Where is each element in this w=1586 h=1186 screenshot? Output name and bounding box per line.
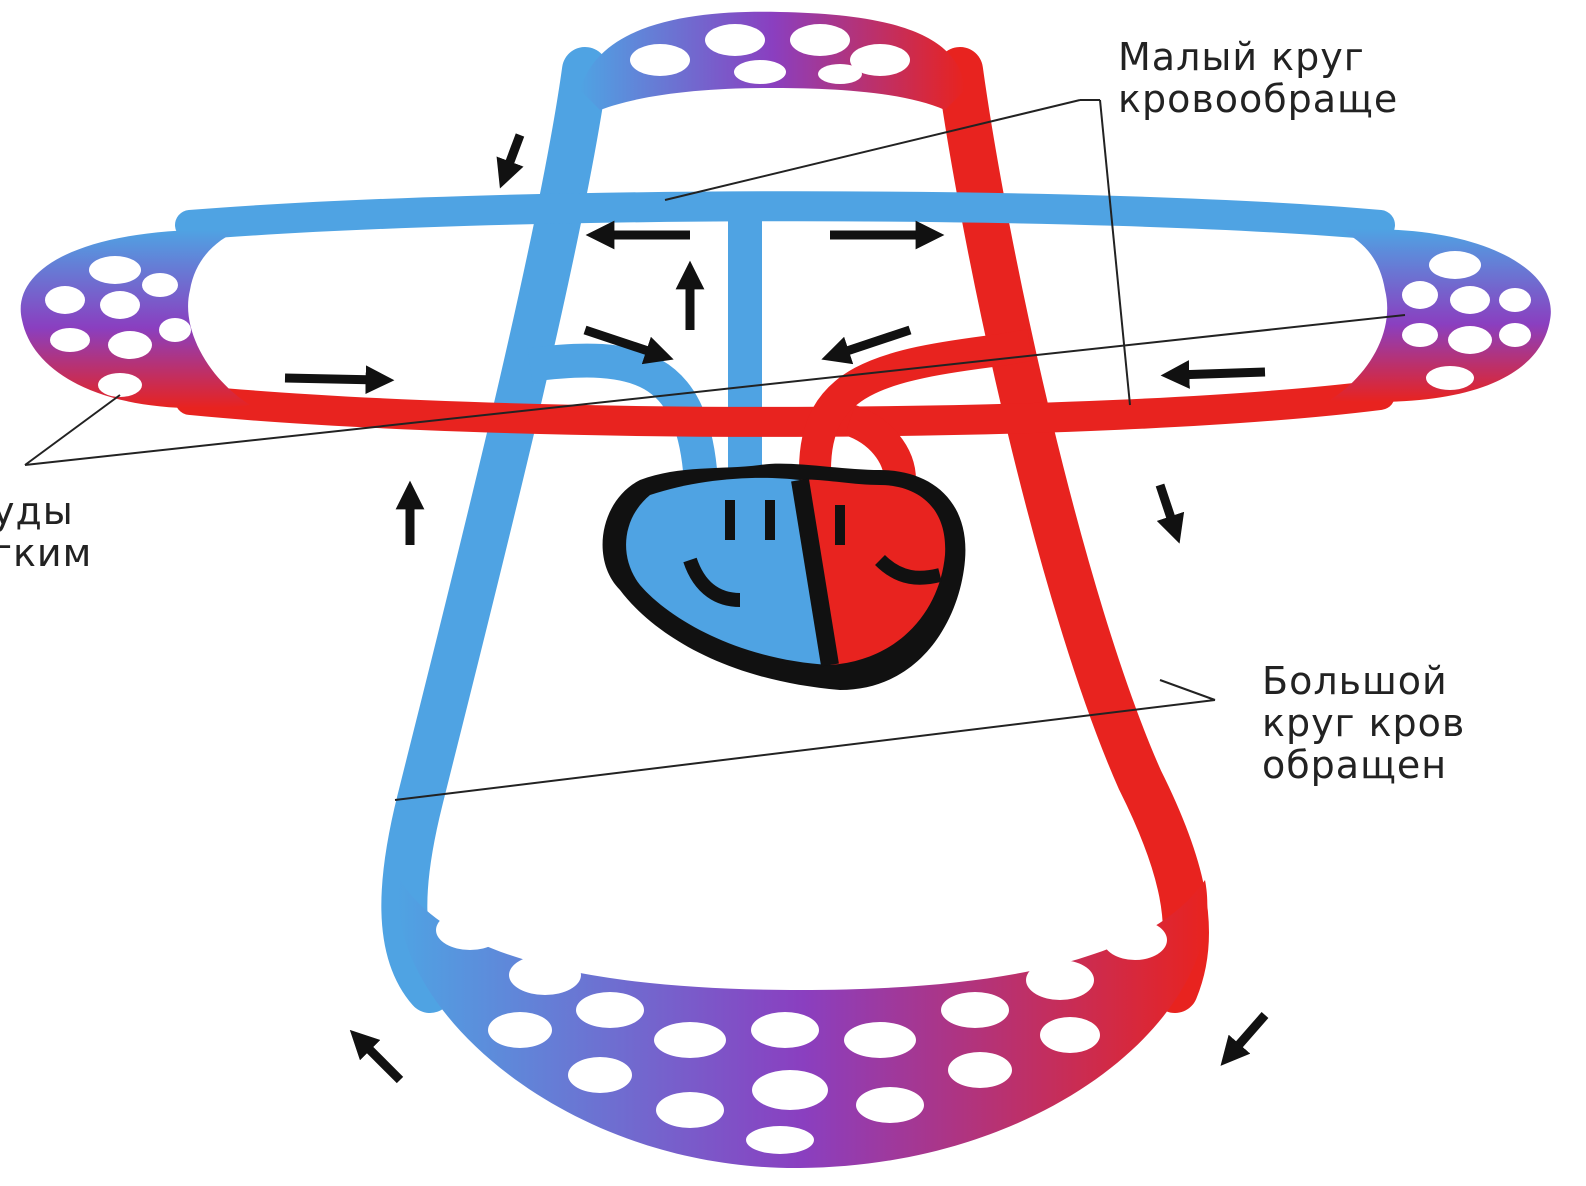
big-circle-label-line-1: Большой [1262,660,1465,702]
leader-small-a [665,100,1080,200]
leader-big-a [1160,680,1215,700]
pulmonary-circulation [21,206,1551,480]
lung-vessels-label-line-2: гким [0,532,92,574]
heart [603,464,966,690]
arrow-pulm-vein-left [285,378,380,380]
pulmonary-vein [190,395,1380,422]
lung-vessels-label: уды гким [0,490,92,574]
leader-big-b [395,700,1215,800]
arrow-artery-down [1160,485,1175,530]
arrow-pulm-vein-right [1175,372,1265,375]
pulmonary-artery [190,206,1380,225]
arrow-artery-bottom [1230,1015,1265,1055]
small-circle-label: Малый круг кровообраще [1118,36,1398,120]
leader-lung-a [25,395,120,465]
small-circle-label-line-2: кровообраще [1118,78,1398,120]
arrow-vein-bottom [360,1040,400,1080]
lung-vessels-label-line-1: уды [0,490,92,532]
big-circle-label: Большой круг кров обращен [1262,660,1465,786]
leader-small-c [1100,100,1130,405]
small-circle-label-line-1: Малый круг [1118,36,1398,78]
big-circle-label-line-3: обращен [1262,744,1465,786]
arrow-vein-top-down [505,135,520,175]
big-circle-label-line-2: круг кров [1262,702,1465,744]
